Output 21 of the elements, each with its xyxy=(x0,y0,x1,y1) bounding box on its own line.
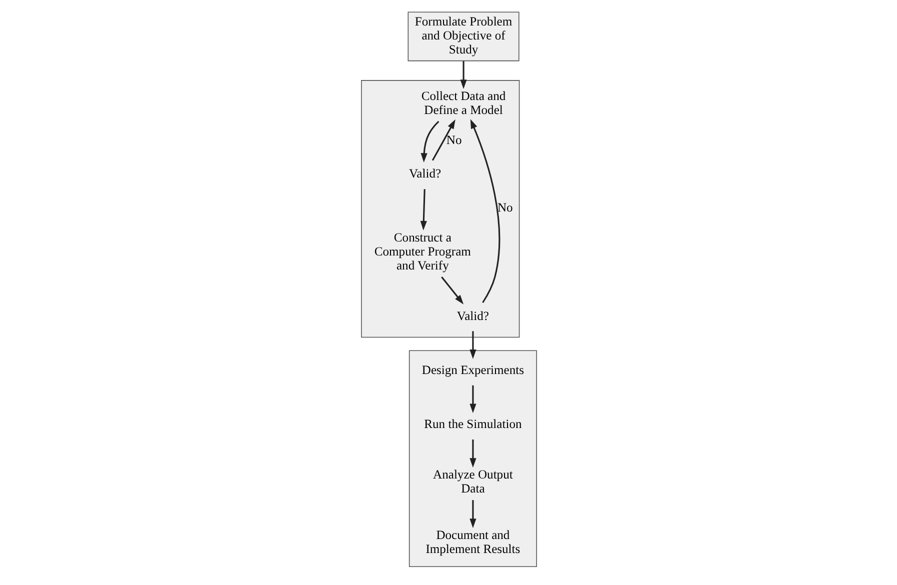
node-text: Run the Simulation xyxy=(424,417,522,432)
node-text: Valid? xyxy=(456,308,488,323)
node-box: Formulate Problem and Objective of Study xyxy=(407,12,519,62)
edge-label: No xyxy=(446,132,462,147)
arrow xyxy=(469,331,476,359)
arrow xyxy=(470,119,500,304)
arrow xyxy=(420,120,439,163)
node-text: Collect Data and Define a Model xyxy=(420,88,506,118)
arrow xyxy=(469,440,476,468)
arrow xyxy=(460,61,466,90)
arrow xyxy=(420,189,426,230)
arrow xyxy=(469,385,476,414)
edge-label: No xyxy=(496,200,512,214)
node-text: Construct a Computer Program and Verify xyxy=(374,230,470,273)
node-text: Document and Implement Results xyxy=(425,528,520,556)
arrow xyxy=(469,500,476,528)
node-text: Design Experiments xyxy=(421,363,524,378)
node-text: Analyze Output Data xyxy=(432,467,512,496)
arrow xyxy=(431,119,455,161)
node-text: Valid? xyxy=(408,166,441,181)
arrow xyxy=(440,276,464,304)
